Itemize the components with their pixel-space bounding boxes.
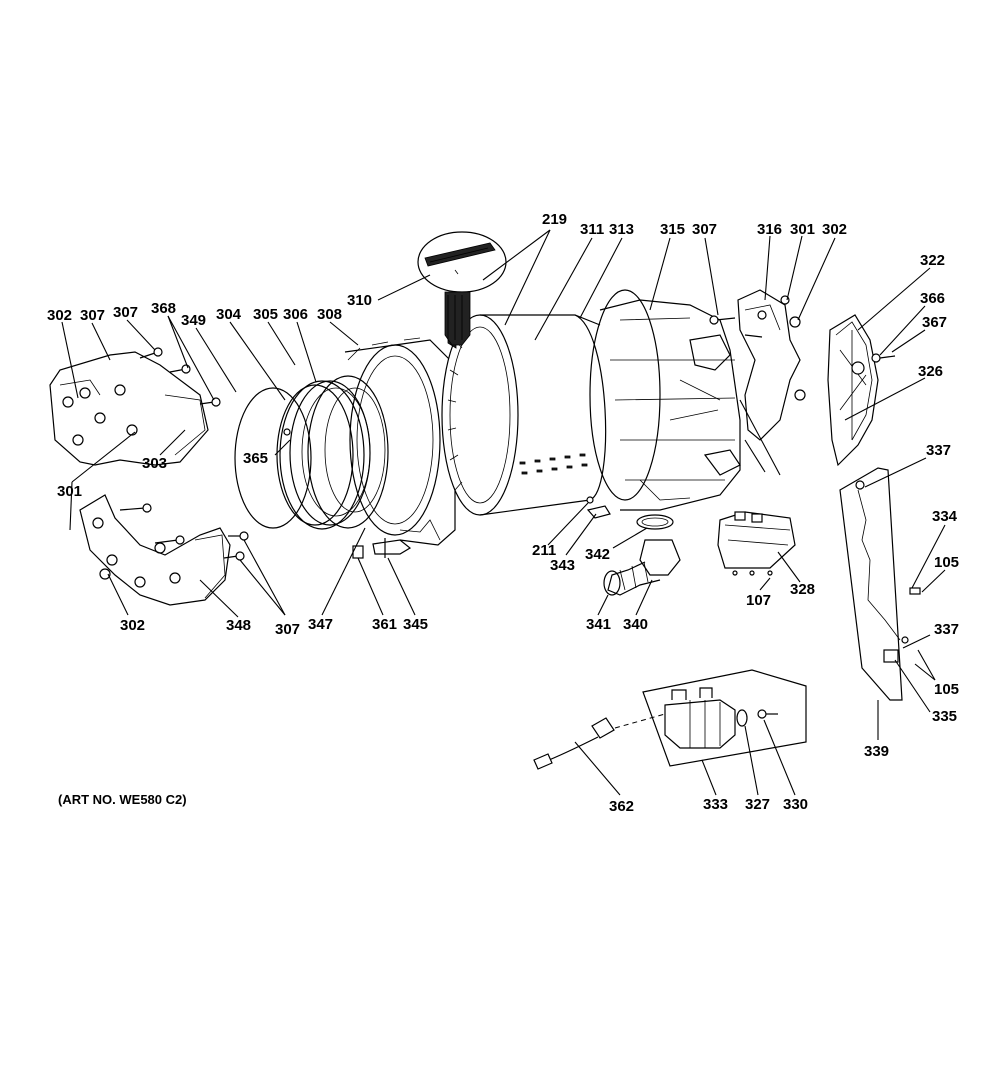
leader-lines xyxy=(61,229,946,796)
outer-tub-rear xyxy=(589,289,741,511)
motor-panel xyxy=(642,669,807,767)
callout-337: 337 xyxy=(926,442,951,459)
callout-211: 211 xyxy=(532,542,556,559)
callout-310: 310 xyxy=(347,292,372,309)
rear-tub-bracket xyxy=(737,289,801,441)
callout-342: 342 xyxy=(585,546,610,563)
callout-341: 341 xyxy=(586,616,611,633)
tub-support-bracket xyxy=(717,511,796,576)
wash-basket xyxy=(441,314,607,516)
callout-302: 302 xyxy=(120,617,145,634)
lower-counterweight xyxy=(79,494,231,606)
callout-368: 368 xyxy=(151,300,176,317)
window-glass xyxy=(234,387,312,529)
callout-307: 307 xyxy=(692,221,717,238)
callout-343: 343 xyxy=(550,557,575,574)
heater-parts xyxy=(352,538,412,559)
callout-307: 307 xyxy=(113,304,138,321)
callout-313: 313 xyxy=(609,221,634,238)
callout-347: 347 xyxy=(308,616,333,633)
callout-330: 330 xyxy=(783,796,808,813)
motor-harness xyxy=(533,713,666,770)
callout-307: 307 xyxy=(275,621,300,638)
callout-340: 340 xyxy=(623,616,648,633)
front-gasket xyxy=(276,375,389,530)
callout-107: 107 xyxy=(746,592,771,609)
callout-304: 304 xyxy=(216,306,242,323)
callout-307: 307 xyxy=(80,307,105,324)
callout-366: 366 xyxy=(920,290,945,307)
drive-motor xyxy=(664,687,778,749)
rear-bolts xyxy=(709,295,806,401)
callout-361: 361 xyxy=(372,616,397,633)
callout-327: 327 xyxy=(745,796,770,813)
callout-301: 301 xyxy=(790,221,815,238)
callout-303: 303 xyxy=(142,455,167,472)
callout-302: 302 xyxy=(47,307,72,324)
callout-302: 302 xyxy=(822,221,847,238)
callout-345: 345 xyxy=(403,616,428,633)
callout-349: 349 xyxy=(181,312,206,329)
baffle-clips xyxy=(586,496,611,519)
callout-308: 308 xyxy=(317,306,342,323)
callout-362: 362 xyxy=(609,798,634,815)
drive-pulley xyxy=(827,314,896,467)
basket-perforations xyxy=(519,453,588,475)
baffle-detail-inset xyxy=(417,231,507,346)
callout-337: 337 xyxy=(934,621,959,638)
callout-301: 301 xyxy=(57,483,82,500)
callout-348: 348 xyxy=(226,617,251,634)
tub-sump-assembly xyxy=(603,514,681,596)
callout-306: 306 xyxy=(283,306,308,323)
callout-219: 219 xyxy=(542,211,567,228)
callout-367: 367 xyxy=(922,314,947,331)
tub-front xyxy=(344,337,456,546)
callout-334: 334 xyxy=(932,508,958,525)
callout-335: 335 xyxy=(932,708,957,725)
callout-322: 322 xyxy=(920,252,945,269)
callout-339: 339 xyxy=(864,743,889,760)
callout-305: 305 xyxy=(253,306,278,323)
callout-labels: 219 311 313 315 307 316 301 302 322 366 … xyxy=(47,211,959,815)
callout-105: 105 xyxy=(934,681,959,698)
callout-105: 105 xyxy=(934,554,959,571)
callout-316: 316 xyxy=(757,221,782,238)
callout-326: 326 xyxy=(918,363,943,380)
callout-328: 328 xyxy=(790,581,815,598)
callout-311: 311 xyxy=(580,221,604,238)
rear-panel xyxy=(839,467,921,701)
callout-365: 365 xyxy=(243,450,268,467)
callout-315: 315 xyxy=(660,221,685,238)
callout-333: 333 xyxy=(703,796,728,813)
art-number: (ART NO. WE580 C2) xyxy=(58,792,187,807)
